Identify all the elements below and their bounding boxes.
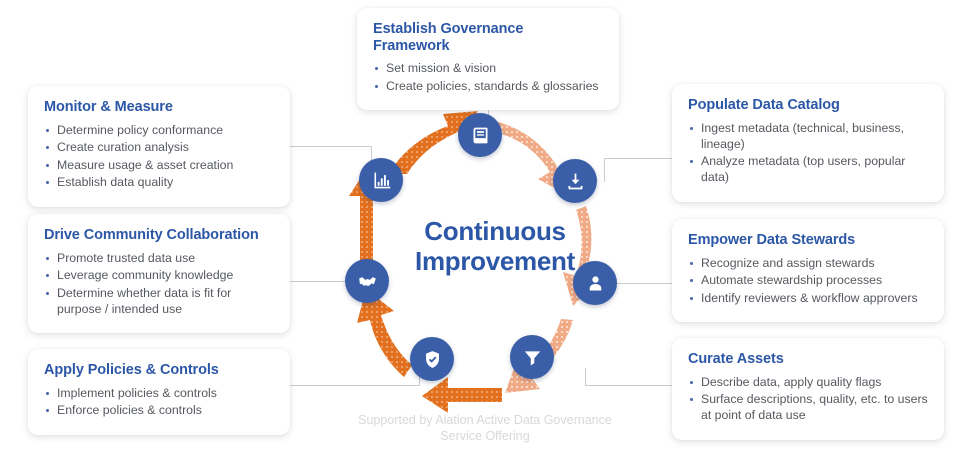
card-title: Populate Data Catalog (688, 97, 840, 113)
download-icon (565, 171, 586, 192)
connector-catalog-h (604, 158, 672, 159)
node-drive-community-collaboration[interactable] (345, 259, 389, 303)
shield-check-icon (422, 349, 443, 370)
connector-monitor-h (290, 146, 372, 147)
card-bullet-item: Measure usage & asset creation (44, 158, 274, 174)
node-monitor-measure[interactable] (359, 158, 403, 202)
card-bullet-item: Promote trusted data use (44, 251, 274, 267)
card-title: Apply Policies & Controls (44, 362, 219, 378)
card-bullet-item: Set mission & vision (373, 61, 603, 77)
handshake-icon (357, 271, 378, 292)
card-bullet-item: Determine policy conformance (44, 123, 274, 139)
connector-policies-h (290, 385, 420, 386)
footnote: Supported by Alation Active Data Governa… (330, 412, 640, 444)
connector-community (290, 281, 348, 282)
card-bullet-item: Determine whether data is fit for purpos… (44, 286, 274, 318)
card-title: Curate Assets (688, 351, 784, 367)
card-bullet-item: Create policies, standards & glossaries (373, 79, 603, 95)
node-curate-assets[interactable] (510, 335, 554, 379)
node-empower-data-stewards[interactable] (573, 261, 617, 305)
connector-curate-h (585, 385, 672, 386)
card-bullet-list: Ingest metadata (technical, business, li… (688, 121, 928, 186)
card-title: Empower Data Stewards (688, 232, 856, 248)
card-bullet-item: Enforce policies & controls (44, 403, 274, 419)
center-label-line2: Improvement (415, 246, 575, 277)
card-title: Monitor & Measure (44, 99, 173, 115)
center-label-line1: Continuous (424, 216, 566, 246)
card-bullet-item: Establish data quality (44, 175, 274, 191)
footnote-line1: Supported by Alation Active Data Governa… (358, 413, 612, 427)
card-empower-data-stewards[interactable]: Empower Data Stewards Recognize and assi… (672, 219, 944, 323)
card-bullet-item: Leverage community knowledge (44, 268, 274, 284)
card-bullet-item: Ingest metadata (technical, business, li… (688, 121, 928, 153)
bar-chart-icon (371, 170, 392, 191)
card-bullet-item: Surface descriptions, quality, etc. to u… (688, 392, 928, 424)
book-icon (470, 125, 491, 146)
node-populate-data-catalog[interactable] (553, 159, 597, 203)
card-monitor-measure[interactable]: Monitor & Measure Determine policy confo… (28, 86, 290, 207)
footnote-line2: Service Offering (440, 429, 530, 443)
connector-governance (488, 103, 489, 121)
card-bullet-item: Implement policies & controls (44, 386, 274, 402)
card-bullet-item: Identify reviewers & workflow approvers (688, 291, 928, 307)
card-bullet-item: Describe data, apply quality flags (688, 375, 928, 391)
card-establish-governance-framework[interactable]: Establish Governance Framework Set missi… (357, 8, 619, 111)
funnel-icon (522, 347, 543, 368)
card-bullet-item: Recognize and assign stewards (688, 256, 928, 272)
node-establish-governance[interactable] (458, 113, 502, 157)
connector-stewards (617, 283, 672, 284)
connector-catalog-v (604, 158, 605, 182)
card-bullet-item: Create curation analysis (44, 140, 274, 156)
connector-monitor-v (371, 146, 372, 166)
card-bullet-item: Analyze metadata (top users, popular dat… (688, 154, 928, 186)
arrow-curate-to-policies (422, 377, 502, 413)
card-title: Drive Community Collaboration (44, 227, 259, 243)
card-bullet-item: Automate stewardship processes (688, 273, 928, 289)
card-apply-policies-controls[interactable]: Apply Policies & Controls Implement poli… (28, 349, 290, 435)
card-populate-data-catalog[interactable]: Populate Data Catalog Ingest metadata (t… (672, 84, 944, 202)
connector-curate-v (585, 368, 586, 386)
center-label: Continuous Improvement (400, 216, 590, 276)
card-curate-assets[interactable]: Curate Assets Describe data, apply quali… (672, 338, 944, 440)
card-drive-community-collaboration[interactable]: Drive Community Collaboration Promote tr… (28, 214, 290, 334)
person-icon (585, 273, 606, 294)
card-title: Establish Governance Framework (373, 21, 524, 54)
node-apply-policies-controls[interactable] (410, 337, 454, 381)
